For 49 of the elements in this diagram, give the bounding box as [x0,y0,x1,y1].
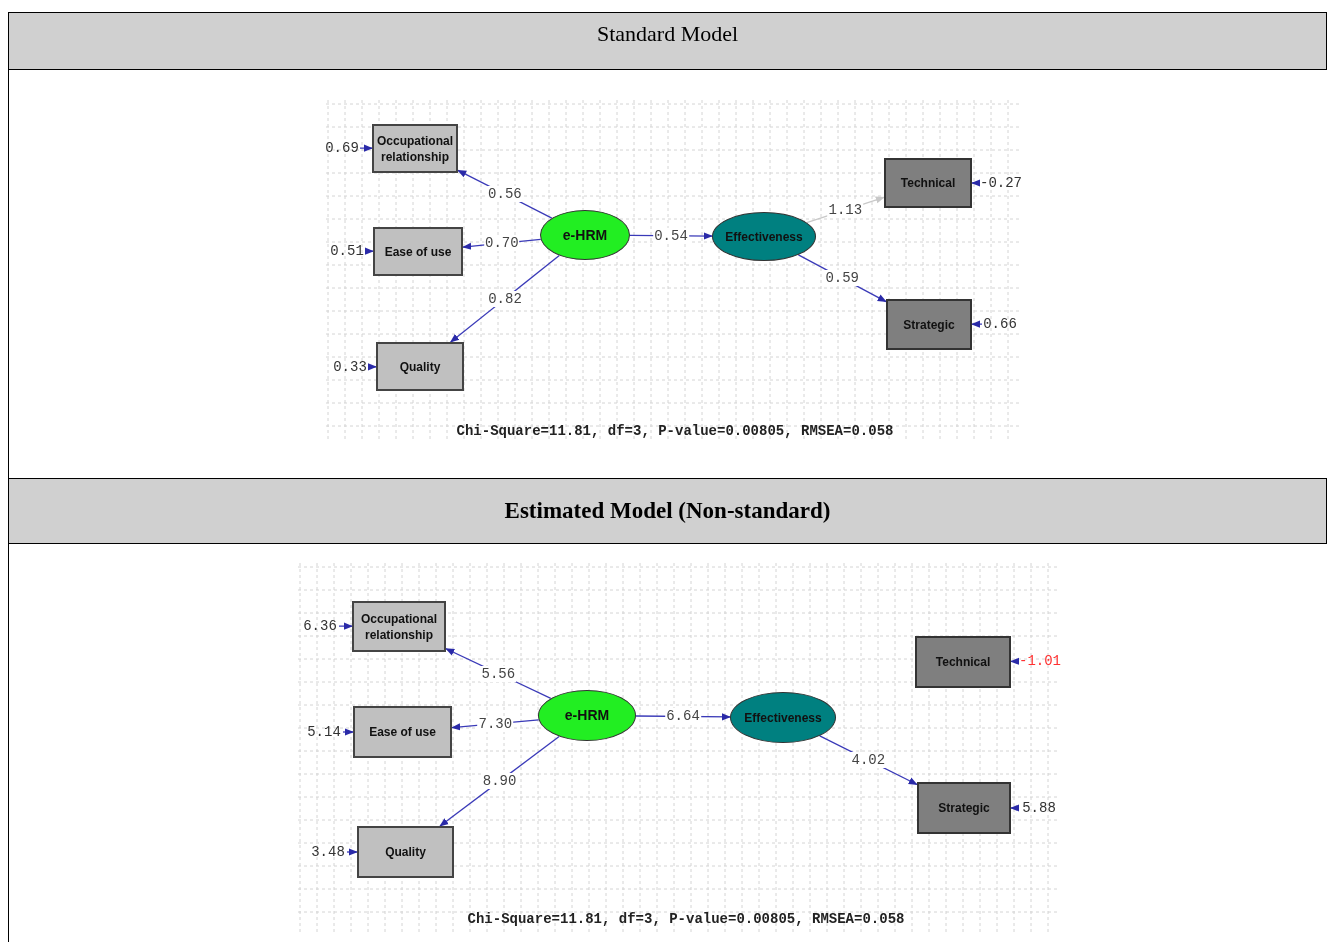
latent-ellipse: e-HRM [538,690,636,741]
error-value: -0.27 [980,174,1022,192]
latent-ellipse: e-HRM [540,210,630,260]
indicator-box: Ease of use [353,706,452,758]
error-value: -1.01 [1018,652,1062,670]
arrow [971,179,981,187]
edge-label: 0.54 [653,227,689,244]
indicator-box: Technical [915,636,1011,688]
edge-label: 8.90 [481,773,518,790]
indicator-box: Technical [884,158,972,208]
arrow [367,363,377,371]
error-value: 6.36 [301,617,339,635]
fit-statistics: Chi-Square=11.81, df=3, P-value=0.00805, RMSEA=0.058 [456,423,894,439]
edge-label: 0.59 [824,270,860,287]
header-band: Standard Model [8,12,1327,70]
edge-label: 1.13 [827,201,864,218]
edge-label: 5.56 [480,665,517,682]
indicator-box: Ease of use [373,227,463,276]
edge-label: 6.64 [665,708,701,725]
arrow [1010,804,1020,812]
indicator-box: Strategic [886,299,972,350]
latent-ellipse: Effectiveness [712,212,816,261]
arrow [346,848,358,856]
edge-label: 4.02 [850,752,887,769]
error-value: 0.66 [982,315,1018,333]
arrow [971,320,983,328]
error-value: 0.33 [332,358,368,376]
error-value: 0.69 [324,139,360,157]
arrow [364,247,374,255]
indicator-box: Occupational relationship [352,601,446,652]
arrow [359,144,373,152]
edge-label: 7.30 [477,715,514,732]
indicator-box: Quality [376,342,464,391]
indicator-box: Strategic [917,782,1011,834]
arrow [342,728,354,736]
fit-statistics: Chi-Square=11.81, df=3, P-value=0.00805, RMSEA=0.058 [467,911,905,927]
error-value: 3.48 [309,843,347,861]
error-value: 5.14 [305,723,343,741]
arrow [338,622,353,630]
edge-label: 0.56 [487,186,523,203]
edge-label: 0.82 [487,290,523,307]
edge-label: 0.70 [484,235,520,252]
error-value: 5.88 [1019,799,1059,817]
arrow [1010,657,1020,665]
header-band: Estimated Model (Non-standard) [8,478,1327,544]
error-value: 0.51 [329,242,365,260]
indicator-box: Occupational relationship [372,124,458,173]
latent-ellipse: Effectiveness [730,692,836,743]
indicator-box: Quality [357,826,454,878]
